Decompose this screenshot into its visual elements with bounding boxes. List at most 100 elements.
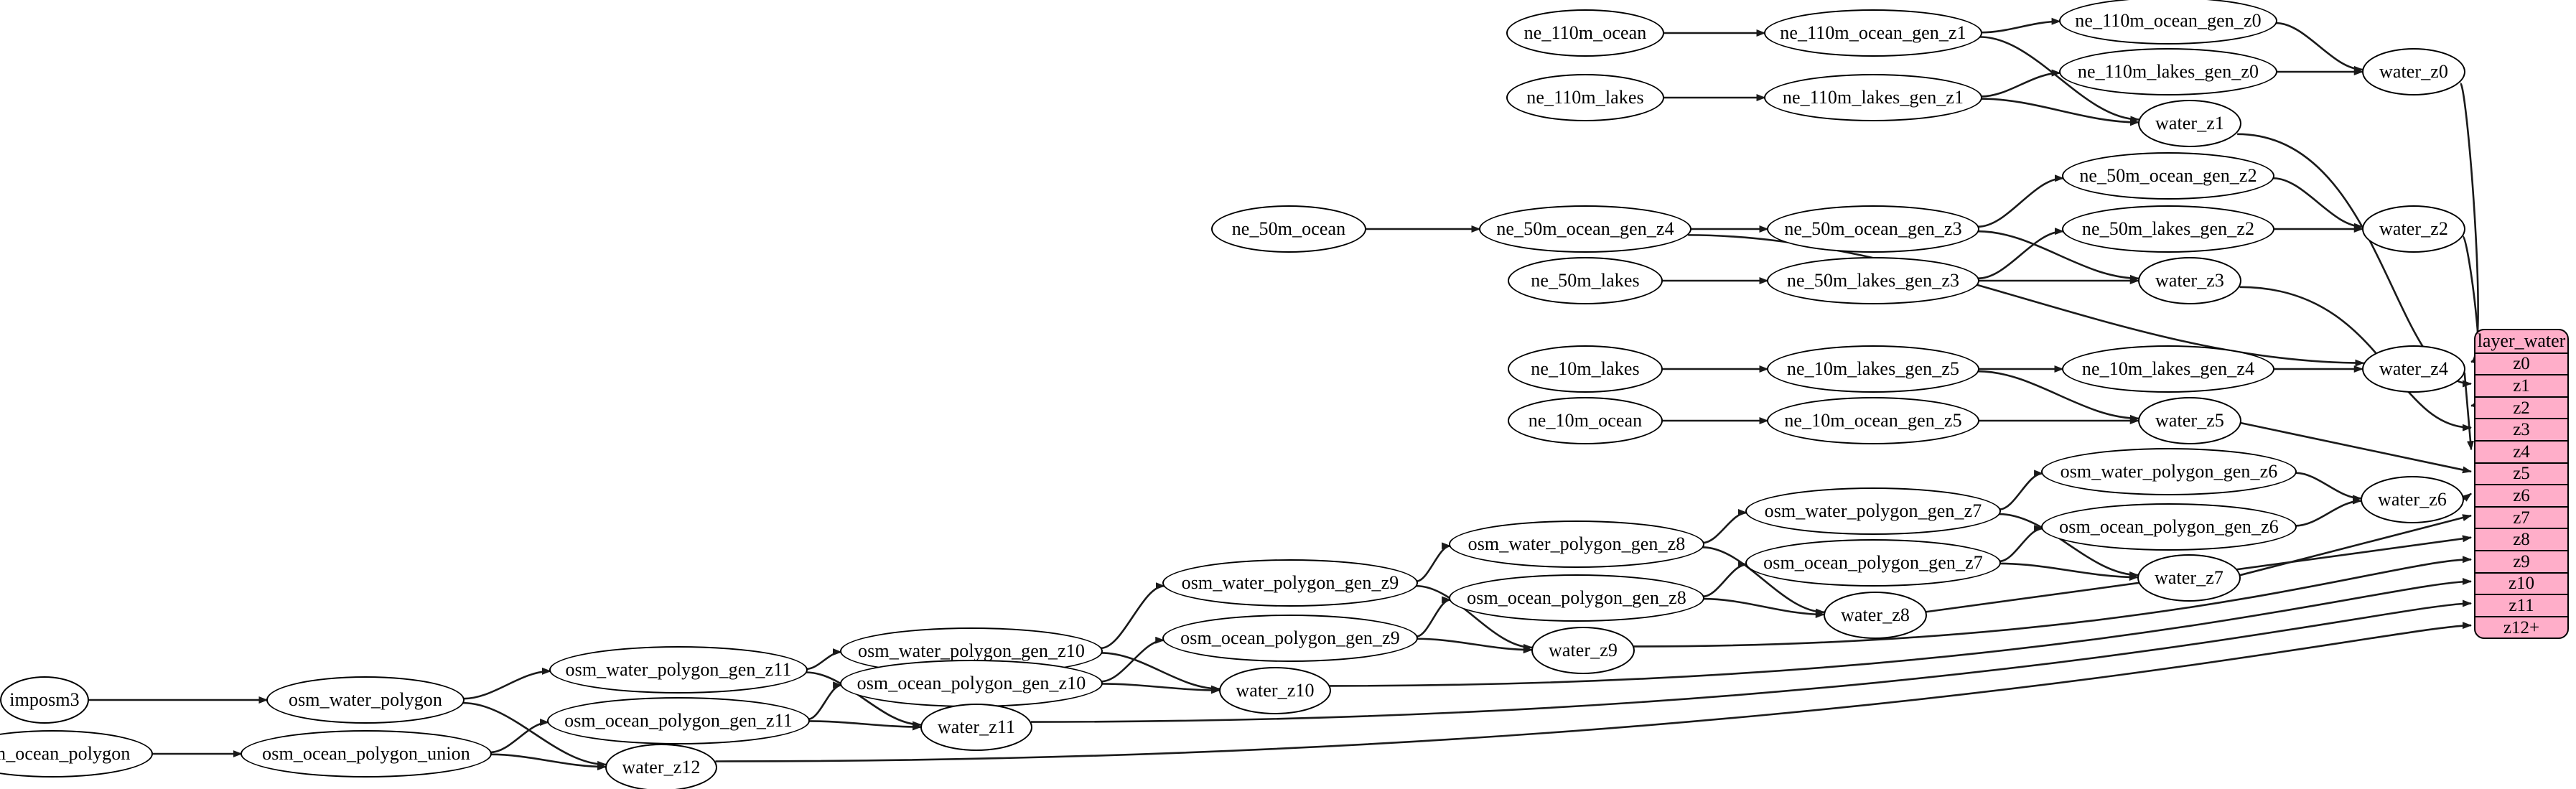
node-label: water_z7 xyxy=(2154,567,2224,588)
graph-node-ne_50m_ocean_gen_z3[interactable]: ne_50m_ocean_gen_z3 xyxy=(1767,205,1979,253)
edge-water_z7-to-layer_water xyxy=(2239,514,2472,576)
graph-node-osm_ocean_polygon_gen_z10[interactable]: osm_ocean_polygon_gen_z10 xyxy=(840,660,1103,707)
graph-node-ne_10m_lakes[interactable]: ne_10m_lakes xyxy=(1508,345,1663,393)
edge-osm_ocean_polygon_gen_z9-to-water_z9 xyxy=(1417,638,1533,654)
table-row-z2[interactable]: z2 xyxy=(2475,396,2567,419)
graph-node-osm_ocean_polygon_gen_z9[interactable]: osm_ocean_polygon_gen_z9 xyxy=(1162,615,1418,662)
graph-node-ne_50m_lakes_gen_z2[interactable]: ne_50m_lakes_gen_z2 xyxy=(2062,205,2274,253)
edge-water_z4-to-layer_water xyxy=(2463,372,2474,451)
node-label: osm_ocean_polygon_gen_z9 xyxy=(1180,627,1400,648)
node-label: osm_ocean_polygon_gen_z6 xyxy=(2059,516,2279,537)
graph-node-ne_110m_ocean_gen_z1[interactable]: ne_110m_ocean_gen_z1 xyxy=(1764,9,1982,57)
graph-node-ne_10m_ocean_gen_z5[interactable]: ne_10m_ocean_gen_z5 xyxy=(1767,397,1979,444)
edge-osm_water_polygon_gen_z7-to-osm_water_polygon_gen_z6 xyxy=(1999,470,2044,510)
node-label: osm_water_polygon_gen_z7 xyxy=(1764,500,1982,521)
graph-node-water_z9[interactable]: water_z9 xyxy=(1531,627,1635,674)
table-row-z4[interactable]: z4 xyxy=(2475,439,2567,462)
edge-ne_10m_lakes_gen_z5-to-water_z5 xyxy=(1978,370,2139,422)
table-row-z6[interactable]: z6 xyxy=(2475,484,2567,506)
graph-node-water_z8[interactable]: water_z8 xyxy=(1824,592,1927,639)
node-label: ne_10m_lakes_gen_z4 xyxy=(2081,358,2255,379)
graph-node-osm_ocean_polygon_gen_z8[interactable]: osm_ocean_polygon_gen_z8 xyxy=(1449,574,1704,622)
table-row-z8[interactable]: z8 xyxy=(2475,528,2567,550)
graph-node-water_z0[interactable]: water_z0 xyxy=(2362,48,2465,95)
graph-node-osm_water_polygon[interactable]: osm_water_polygon xyxy=(266,676,465,724)
graph-node-osm_ocean_polygon_gen_z11[interactable]: osm_ocean_polygon_gen_z11 xyxy=(547,697,810,744)
graph-node-imposm3[interactable]: imposm3 xyxy=(0,676,89,724)
node-label: water_z6 xyxy=(2377,489,2447,510)
graph-node-ne_110m_ocean_gen_z0[interactable]: ne_110m_ocean_gen_z0 xyxy=(2059,0,2277,45)
graph-node-osm_water_polygon_gen_z9[interactable]: osm_water_polygon_gen_z9 xyxy=(1162,559,1418,607)
graph-node-osm_water_polygon_gen_z6[interactable]: osm_water_polygon_gen_z6 xyxy=(2041,448,2297,495)
graph-node-osm_water_polygon_gen_z8[interactable]: osm_water_polygon_gen_z8 xyxy=(1449,520,1704,568)
graph-node-water_z4[interactable]: water_z4 xyxy=(2362,345,2465,393)
graph-node-osm_water_polygon_gen_z7[interactable]: osm_water_polygon_gen_z7 xyxy=(1745,487,2001,535)
node-label: ne_50m_ocean_gen_z4 xyxy=(1496,218,1674,239)
table-row-z9[interactable]: z9 xyxy=(2475,549,2567,572)
graph-node-water_z5[interactable]: water_z5 xyxy=(2138,397,2241,444)
edge-ne_110m_ocean_gen_z1-to-water_z1 xyxy=(1980,36,2140,123)
graph-node-ne_50m_lakes_gen_z3[interactable]: ne_50m_lakes_gen_z3 xyxy=(1767,257,1979,304)
edge-ne_50m_ocean_gen_z4-to-water_z4 xyxy=(1688,234,2365,367)
edge-osm_ocean_polygon_gen_z8-to-osm_ocean_polygon_gen_z7 xyxy=(1702,561,1748,598)
node-label: water_z12 xyxy=(622,757,701,778)
graph-node-ne_50m_ocean_gen_z2[interactable]: ne_50m_ocean_gen_z2 xyxy=(2062,152,2274,200)
graph-node-water_z10[interactable]: water_z10 xyxy=(1219,667,1331,714)
graph-node-ne_10m_ocean[interactable]: ne_10m_ocean xyxy=(1508,397,1663,444)
graph-node-ne_110m_ocean[interactable]: ne_110m_ocean xyxy=(1506,9,1664,57)
edge-osm_water_polygon-to-water_z12 xyxy=(462,701,607,768)
table-row-z5[interactable]: z5 xyxy=(2475,462,2567,485)
node-label: water_z5 xyxy=(2155,410,2225,431)
graph-node-ne_50m_lakes[interactable]: ne_50m_lakes xyxy=(1508,257,1663,304)
graph-node-ne_110m_lakes_gen_z0[interactable]: ne_110m_lakes_gen_z0 xyxy=(2059,48,2277,95)
graph-node-ne_10m_lakes_gen_z4[interactable]: ne_10m_lakes_gen_z4 xyxy=(2062,345,2274,393)
graph-node-osm_water_polygon_gen_z11[interactable]: osm_water_polygon_gen_z11 xyxy=(549,646,808,694)
node-label: ne_50m_lakes xyxy=(1531,270,1640,291)
node-label: ne_110m_lakes_gen_z1 xyxy=(1782,87,1964,108)
table-row-z3[interactable]: z3 xyxy=(2475,418,2567,440)
node-label: osm_ocean_polygon_gen_z8 xyxy=(1467,587,1686,608)
edge-osm_ocean_polygon_gen_z11-to-water_z11 xyxy=(808,720,922,731)
graph-node-ne_50m_ocean[interactable]: ne_50m_ocean xyxy=(1211,205,1366,253)
edge-osm_ocean_polygon_gen_z11-to-osm_ocean_polygon_gen_z10 xyxy=(808,681,843,721)
graph-node-osm_ocean_polygon[interactable]: osm_ocean_polygon xyxy=(0,730,153,778)
edge-osm_water_polygon_gen_z9-to-osm_water_polygon_gen_z8 xyxy=(1416,542,1452,582)
node-label: ne_50m_ocean_gen_z2 xyxy=(2079,165,2257,186)
node-label: ne_10m_ocean xyxy=(1528,410,1643,431)
edge-osm_ocean_polygon_union-to-osm_ocean_polygon_gen_z11 xyxy=(490,719,550,754)
edge-osm_water_polygon_gen_z8-to-osm_water_polygon_gen_z7 xyxy=(1702,509,1748,544)
graph-node-water_z12[interactable]: water_z12 xyxy=(605,744,717,789)
node-label: water_z1 xyxy=(2155,113,2225,134)
node-label: osm_ocean_polygon_gen_z7 xyxy=(1763,552,1983,573)
edge-osm_ocean_polygon_gen_z10-to-osm_ocean_polygon_gen_z9 xyxy=(1101,636,1165,683)
edge-osm_ocean_polygon_gen_z10-to-water_z10 xyxy=(1101,683,1221,694)
graph-node-water_z2[interactable]: water_z2 xyxy=(2362,205,2465,253)
graph-node-ne_110m_lakes_gen_z1[interactable]: ne_110m_lakes_gen_z1 xyxy=(1764,74,1982,121)
graph-node-ne_110m_lakes[interactable]: ne_110m_lakes xyxy=(1506,74,1664,121)
graph-node-osm_ocean_polygon_union[interactable]: osm_ocean_polygon_union xyxy=(241,730,492,778)
graph-node-water_z3[interactable]: water_z3 xyxy=(2138,257,2241,304)
graph-node-water_z6[interactable]: water_z6 xyxy=(2361,476,2464,523)
graph-node-osm_ocean_polygon_gen_z7[interactable]: osm_ocean_polygon_gen_z7 xyxy=(1745,539,2001,587)
node-label: water_z9 xyxy=(1548,640,1618,660)
table-row-z0[interactable]: z0 xyxy=(2475,352,2567,375)
graph-node-ne_10m_lakes_gen_z5[interactable]: ne_10m_lakes_gen_z5 xyxy=(1767,345,1979,393)
node-label: ne_110m_ocean_gen_z1 xyxy=(1780,22,1966,43)
graph-node-osm_ocean_polygon_gen_z6[interactable]: osm_ocean_polygon_gen_z6 xyxy=(2041,503,2297,551)
node-label: osm_water_polygon_gen_z6 xyxy=(2060,461,2278,482)
table-row-z12plus[interactable]: z12+ xyxy=(2475,615,2567,638)
edge-water_z11-to-layer_water xyxy=(1030,599,2472,723)
graph-node-water_z11[interactable]: water_z11 xyxy=(920,704,1032,751)
graph-node-water_z1[interactable]: water_z1 xyxy=(2138,100,2241,147)
edge-osm_water_polygon_gen_z10-to-osm_water_polygon_gen_z9 xyxy=(1100,582,1165,650)
table-row-z7[interactable]: z7 xyxy=(2475,505,2567,528)
graph-node-ne_50m_ocean_gen_z4[interactable]: ne_50m_ocean_gen_z4 xyxy=(1479,205,1691,253)
node-label: water_z3 xyxy=(2155,270,2225,291)
table-row-z1[interactable]: z1 xyxy=(2475,374,2567,396)
graph-node-water_z7[interactable]: water_z7 xyxy=(2137,554,2241,602)
table-row-z11[interactable]: z11 xyxy=(2475,594,2567,616)
edge-osm_water_polygon_gen_z8-to-water_z8 xyxy=(1702,546,1826,616)
table-row-z10[interactable]: z10 xyxy=(2475,571,2567,594)
node-label: osm_ocean_polygon_gen_z10 xyxy=(857,673,1086,694)
